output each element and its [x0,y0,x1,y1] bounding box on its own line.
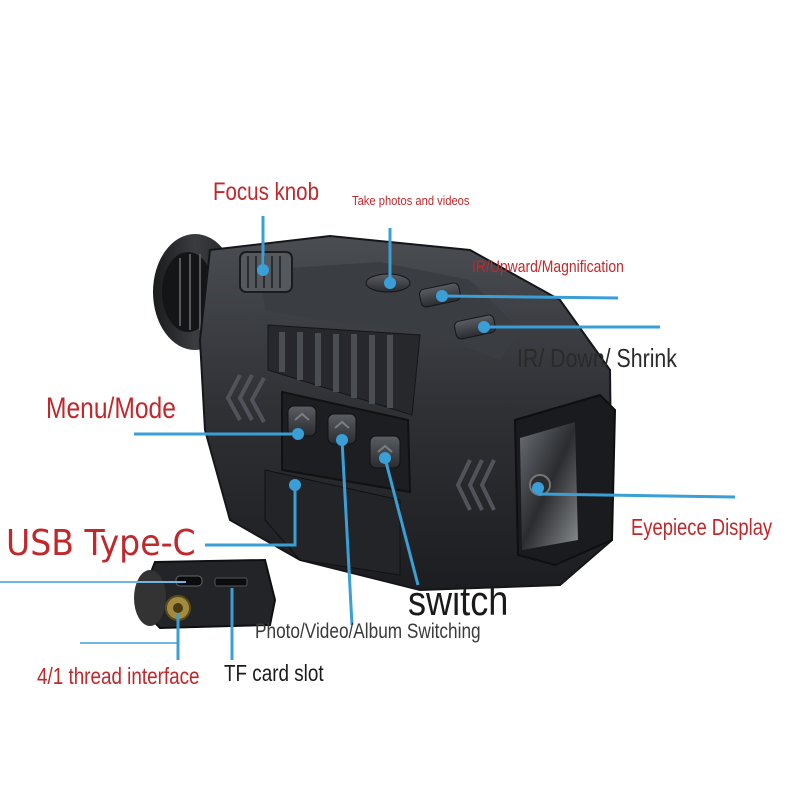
night-vision-monocular [134,234,617,630]
label-eyepiece-display: Eyepiece Display [631,514,773,540]
leader-eyepiece [537,492,736,499]
tf-card-slot [214,577,248,587]
port-detail-inset [134,558,277,630]
label-ir-down: IR/ Down/ Shrink [517,343,677,373]
label-tf-card-slot: TF card slot [224,660,324,686]
label-take-photos: Take photos and videos [352,193,470,208]
label-menu-mode: Menu/Mode [46,392,176,425]
label-thread-interface: 4/1 thread interface [37,663,200,689]
leader-irup [441,294,619,300]
label-ir-up: IR/Upward/Magnification [472,257,624,276]
leader-usb [205,485,297,547]
label-usb-type-c: USB Type-C [6,523,196,564]
label-focus-knob: Focus knob [213,178,319,206]
leader-lines [0,216,736,660]
leader-switch [383,457,420,586]
label-switch: switch [408,577,509,624]
leader-dots [257,264,544,494]
ir-down-button[interactable] [453,314,497,340]
leader-photo [340,439,354,626]
label-photo-video-album: Photo/Video/Album Switching [255,620,481,643]
